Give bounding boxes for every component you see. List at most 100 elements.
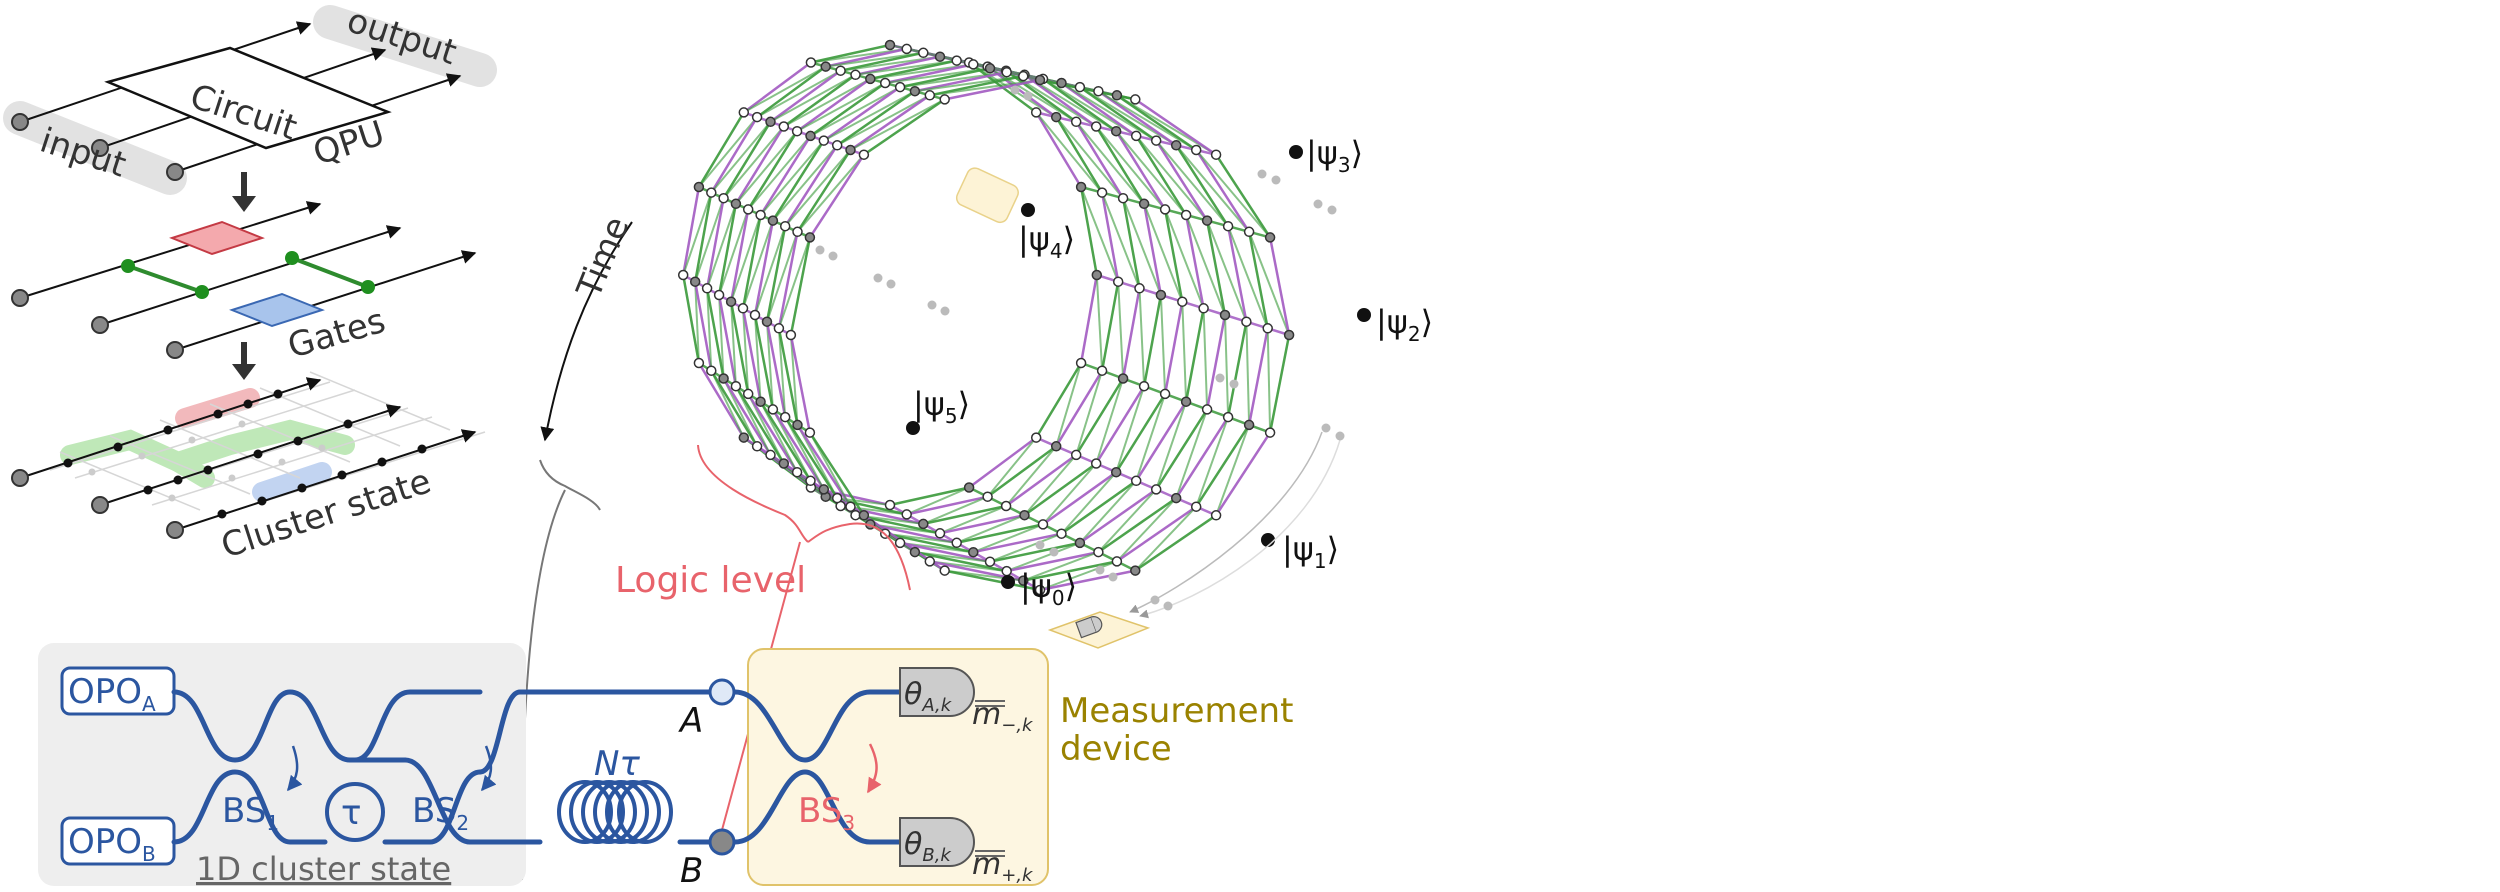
cluster-edge [698,116,758,188]
cluster-edge [734,385,785,465]
cluster-node [1201,404,1213,415]
cluster-edge [989,541,1081,563]
cluster-edge [1206,220,1248,323]
cluster-edge [889,486,970,507]
cluster-node [1050,441,1062,452]
cluster-edge [1175,144,1230,227]
cluster-edge [810,86,901,137]
cluster-edge [1055,116,1104,194]
cluster-edge [784,144,839,227]
cluster-edge [743,65,827,114]
cluster-edge [1247,231,1269,329]
cluster-node [730,380,742,392]
cluster-edge [1035,111,1083,188]
cluster-node [894,537,906,549]
cluster-edge [753,314,775,410]
cluster-edge [836,94,931,147]
cluster-node [1201,215,1213,226]
cluster-edge [1268,237,1291,336]
cluster-edge [923,504,1007,526]
cluster-edge [884,532,974,554]
cluster-node [791,125,803,137]
theta-b-label: θB,k [904,827,952,866]
cluster-edge [783,78,871,128]
cluster-edge [1080,186,1120,283]
cluster-edge [693,192,713,282]
cluster-edge [1164,209,1205,309]
cluster-node [1030,432,1042,443]
cluster-node [751,111,763,123]
cluster-edge [759,135,812,216]
cluster-node [730,198,742,210]
cluster-node [805,475,816,487]
cluster-edge [870,59,957,81]
cluster-node [1117,192,1129,204]
cluster-edge [769,69,842,123]
cluster-edge [1175,144,1250,233]
cluster-edge [1155,139,1209,222]
cluster-node [1243,226,1255,238]
cluster-node [1074,81,1086,93]
cluster-edge [968,436,1037,489]
cluster-edge [1138,288,1146,387]
cluster-node [1159,204,1171,215]
cluster-node [858,149,870,160]
cluster-edge [825,47,907,68]
cluster-edge [1202,308,1209,410]
cluster-node [1111,90,1123,101]
delay-label: Nτ [594,744,640,784]
cluster-edge [1142,294,1163,387]
cluster-edge [1022,551,1099,582]
cluster-edge [1055,362,1083,447]
cluster-node [1134,283,1145,294]
cluster-edge [1060,479,1137,535]
cluster-node [1075,181,1087,193]
cluster-edge [730,214,762,303]
cluster-node [1056,528,1067,539]
measurement-panel [747,648,1049,886]
cluster-node [858,510,870,521]
cluster-node [909,85,921,97]
cluster-node [968,59,979,70]
cluster-edge [1042,471,1117,526]
cluster-node [755,209,766,221]
cluster-edge [777,237,811,329]
theta-a-label: θA,k [904,677,953,716]
cluster-node [778,458,790,469]
cluster-edge [771,139,825,222]
cluster-edge [1023,454,1077,516]
cluster-node [1111,556,1123,567]
cluster-node [1074,537,1086,549]
cluster-edge [899,541,991,563]
cluster-lattice [11,371,486,539]
cluster-node [1034,74,1046,86]
cluster-node [718,192,729,204]
cluster-edge [849,94,931,152]
cluster-edge [1155,401,1188,490]
state-label-psi1: |ψ1⟩ [1282,530,1339,573]
cluster-node [677,269,689,281]
cluster-edge [914,70,1007,93]
cluster-edge [1155,408,1209,491]
cluster-edge [741,308,762,402]
cluster-edge [989,532,1062,563]
cluster-edge [922,495,988,525]
cluster-node [845,144,856,156]
cluster-edge [1142,203,1163,296]
cluster-node [909,546,921,558]
cluster-node [761,316,773,327]
cluster-edge [730,301,737,387]
cluster-node [767,215,779,226]
cluster-node [1090,121,1102,132]
cluster-node [1001,66,1012,78]
cluster-edge [1075,370,1104,456]
state-label-psi2: |ψ2⟩ [1376,303,1433,346]
cluster-node [1110,466,1122,478]
cluster-edge [850,98,946,151]
cluster-node [1155,289,1167,301]
cluster-edge [753,220,775,316]
cluster-edge [747,135,812,211]
cluster-edge [1195,149,1271,239]
bs3-label: BS3 [798,791,855,835]
cluster-edge [1135,135,1188,216]
